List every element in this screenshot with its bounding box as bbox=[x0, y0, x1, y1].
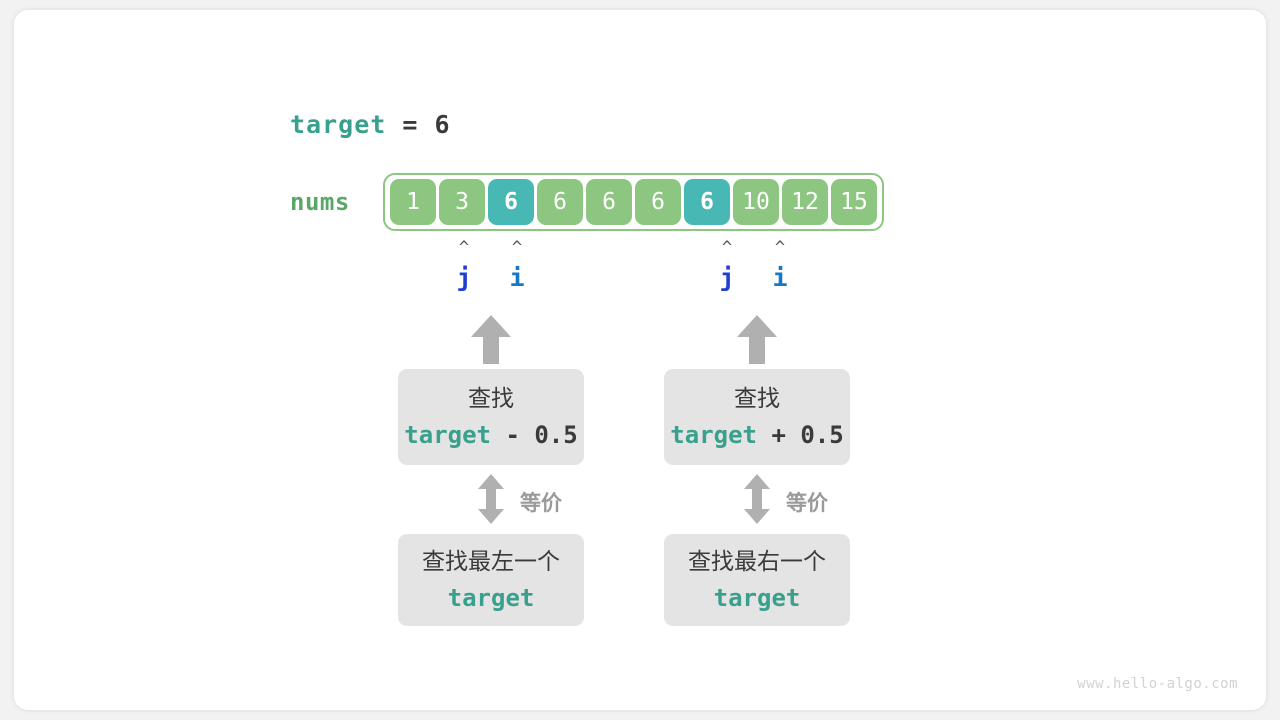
array-cell-3[interactable]: 6 bbox=[537, 179, 583, 225]
left-lower-title: 查找最左一个 bbox=[422, 549, 560, 575]
code-target-keyword: target bbox=[404, 421, 491, 449]
array-cell-2[interactable]: 6 bbox=[488, 179, 534, 225]
left-upper-code: target - 0.5 bbox=[404, 420, 577, 450]
spacer-1 bbox=[418, 110, 434, 139]
pointer-j-right: ^ j bbox=[704, 240, 750, 292]
right-lower-title: 查找最右一个 bbox=[688, 549, 826, 575]
right-upper-title: 查找 bbox=[734, 386, 780, 412]
left-upper-box[interactable]: 查找 target - 0.5 bbox=[398, 369, 584, 465]
array-container: 1 3 6 6 6 6 6 10 12 15 bbox=[383, 173, 884, 231]
caret-icon: ^ bbox=[458, 238, 470, 258]
pointer-label-j: j bbox=[719, 263, 735, 292]
pointer-i-left: ^ i bbox=[494, 240, 540, 292]
caret-icon: ^ bbox=[511, 238, 523, 258]
up-arrow-icon-left bbox=[470, 313, 512, 365]
pointer-i-right: ^ i bbox=[757, 240, 803, 292]
double-arrow-icon-right bbox=[743, 473, 771, 525]
caret-icon: ^ bbox=[774, 238, 786, 258]
target-value: 6 bbox=[434, 110, 451, 139]
array-cell-9[interactable]: 15 bbox=[831, 179, 877, 225]
array-cell-4[interactable]: 6 bbox=[586, 179, 632, 225]
pointer-label-j: j bbox=[456, 263, 472, 292]
left-upper-title: 查找 bbox=[468, 386, 514, 412]
code-operand: + 0.5 bbox=[757, 421, 844, 449]
array-cell-8[interactable]: 12 bbox=[782, 179, 828, 225]
equivalence-label-right: 等价 bbox=[786, 491, 828, 515]
target-keyword: target bbox=[290, 110, 387, 139]
code-target-keyword: target bbox=[447, 584, 535, 612]
code-target-keyword: target bbox=[670, 421, 757, 449]
array-cell-0[interactable]: 1 bbox=[390, 179, 436, 225]
right-upper-code: target + 0.5 bbox=[670, 420, 843, 450]
up-arrow-icon-right bbox=[736, 313, 778, 365]
caret-icon: ^ bbox=[721, 238, 733, 258]
array-cell-6[interactable]: 6 bbox=[684, 179, 730, 225]
equals-sign: = bbox=[402, 110, 419, 139]
code-operand: - 0.5 bbox=[491, 421, 578, 449]
pointer-j-left: ^ j bbox=[441, 240, 487, 292]
pointer-label-i: i bbox=[772, 263, 788, 292]
right-upper-box[interactable]: 查找 target + 0.5 bbox=[664, 369, 850, 465]
watermark: www.hello-algo.com bbox=[1077, 676, 1238, 692]
array-cell-7[interactable]: 10 bbox=[733, 179, 779, 225]
diagram-card bbox=[14, 10, 1266, 710]
code-target-keyword: target bbox=[713, 584, 801, 612]
equivalence-label-left: 等价 bbox=[520, 491, 562, 515]
array-cell-1[interactable]: 3 bbox=[439, 179, 485, 225]
left-lower-box[interactable]: 查找最左一个 target bbox=[398, 534, 584, 626]
target-expression: target = 6 bbox=[290, 110, 451, 139]
pointer-label-i: i bbox=[509, 263, 525, 292]
left-lower-code: target bbox=[448, 583, 535, 613]
target-equals bbox=[386, 110, 402, 139]
right-lower-code: target bbox=[714, 583, 801, 613]
right-lower-box[interactable]: 查找最右一个 target bbox=[664, 534, 850, 626]
array-label: nums bbox=[290, 188, 350, 216]
double-arrow-icon-left bbox=[477, 473, 505, 525]
array-cell-5[interactable]: 6 bbox=[635, 179, 681, 225]
